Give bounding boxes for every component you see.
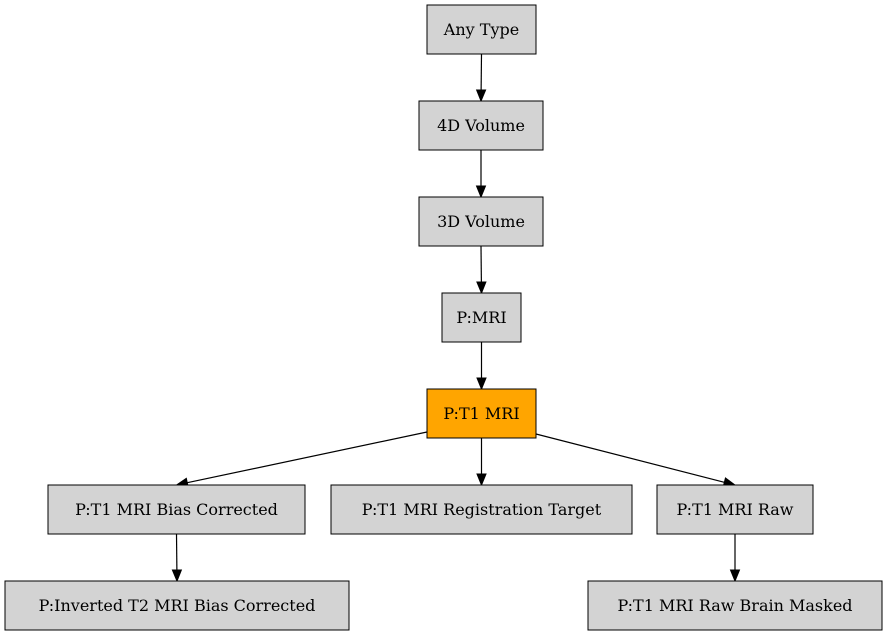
arrow-head-icon	[476, 281, 487, 295]
node-p-t1-mri: P:T1 MRI	[426, 388, 537, 439]
node-label: 4D Volume	[437, 116, 525, 135]
node-label: P:Inverted T2 MRI Bias Corrected	[39, 596, 316, 615]
node-p-mri: P:MRI	[441, 292, 522, 343]
edge-line	[187, 431, 428, 484]
arrow-head-icon	[171, 569, 183, 583]
node-p-t1-mri-registration-target: P:T1 MRI Registration Target	[330, 484, 633, 535]
node-label: 3D Volume	[437, 212, 525, 231]
node-label: P:T1 MRI Raw	[676, 500, 793, 519]
node-label: P:T1 MRI Bias Corrected	[75, 500, 278, 519]
edge-line	[535, 433, 725, 483]
edge-p-t1-mri-to-p-t1-mri-bias-corrected	[175, 431, 428, 488]
arrow-head-icon	[729, 569, 741, 583]
edge-p-mri-to-p-t1-mri	[476, 342, 487, 391]
node-box	[426, 388, 537, 439]
node-p-inverted-t2-mri-bias-corrected: P:Inverted T2 MRI Bias Corrected	[4, 580, 350, 631]
node-p-t1-mri-raw-brain-masked: P:T1 MRI Raw Brain Masked	[587, 580, 883, 631]
edge-any-type-to-4d-volume	[475, 53, 487, 103]
node-box	[656, 484, 814, 535]
node-label: P:T1 MRI Registration Target	[362, 500, 602, 519]
node-any-type: Any Type	[426, 4, 537, 55]
edge-3d-volume-to-p-mri	[476, 245, 487, 295]
node-box	[330, 484, 633, 535]
node-box	[587, 580, 883, 631]
node-3d-volume: 3D Volume	[418, 196, 544, 247]
edge-p-t1-mri-to-p-t1-mri-raw	[535, 433, 737, 488]
arrow-head-icon	[475, 89, 487, 103]
node-box	[47, 484, 306, 535]
node-4d-volume: 4D Volume	[418, 100, 544, 151]
node-label: P:T1 MRI Raw Brain Masked	[617, 596, 852, 615]
node-box	[441, 292, 522, 343]
node-box	[418, 196, 544, 247]
node-label: P:MRI	[456, 308, 506, 327]
edge-4d-volume-to-3d-volume	[475, 150, 487, 199]
node-box	[426, 4, 537, 55]
node-label: Any Type	[443, 20, 519, 39]
edge-p-t1-mri-to-p-t1-mri-registration-target	[476, 438, 487, 487]
node-box	[418, 100, 544, 151]
arrow-head-icon	[476, 473, 487, 487]
edge-p-t1-mri-raw-to-p-t1-mri-raw-brain-masked	[729, 534, 741, 583]
edge-p-t1-mri-bias-corrected-to-p-inverted-t2-mri-bias-corrected	[171, 533, 183, 583]
node-p-t1-mri-raw: P:T1 MRI Raw	[656, 484, 814, 535]
node-label: P:T1 MRI	[443, 404, 519, 423]
node-box	[4, 580, 350, 631]
node-p-t1-mri-bias-corrected: P:T1 MRI Bias Corrected	[47, 484, 306, 535]
arrow-head-icon	[475, 185, 487, 199]
arrow-head-icon	[476, 377, 487, 391]
